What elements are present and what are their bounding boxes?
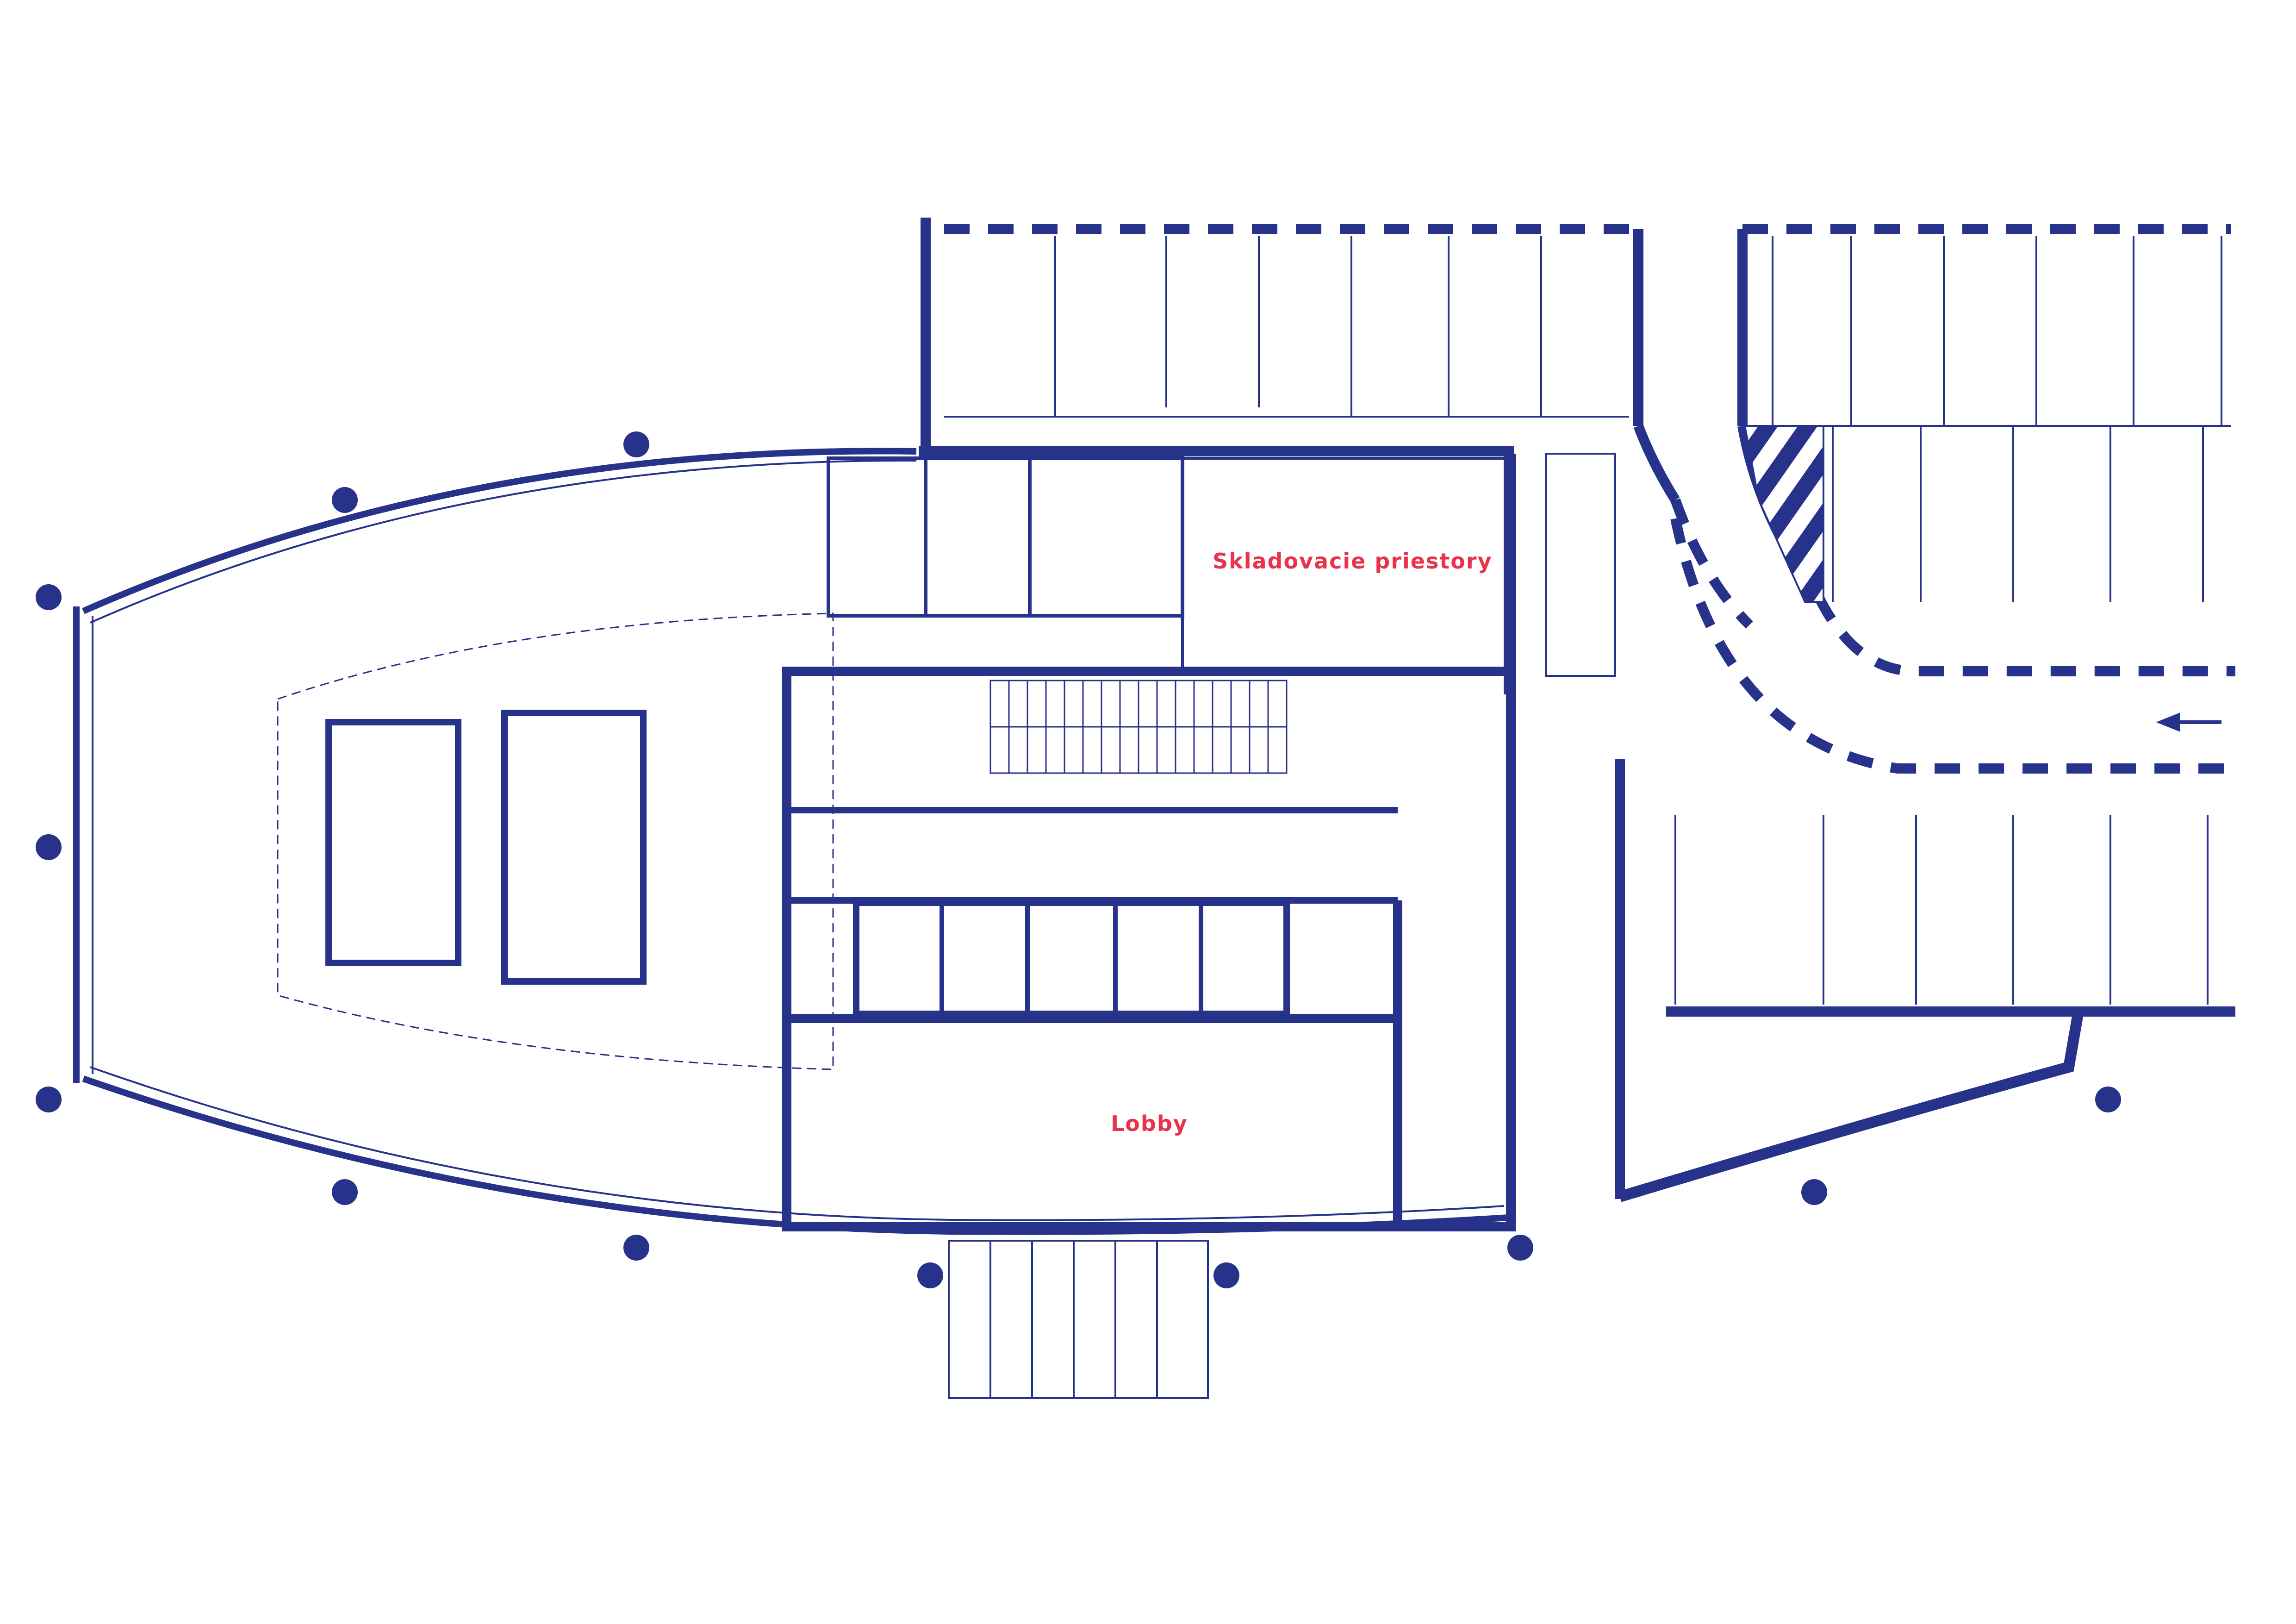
core-block	[782, 667, 1516, 1231]
facade-north-inner	[90, 459, 917, 624]
lobby-label: Lobby	[1111, 1111, 1188, 1136]
hatched-no-parking	[1743, 425, 1824, 603]
storage-label: Skladovacie priestory	[1213, 549, 1493, 574]
storage-room	[1181, 457, 1510, 673]
drive-lane-upper	[1670, 498, 1753, 629]
office-room-block	[325, 719, 461, 966]
facade-south	[82, 1075, 1509, 1235]
entrance-canopy	[948, 1240, 1209, 1399]
drive-lane-inner	[1814, 595, 2235, 676]
office-dashed-boundary	[277, 612, 834, 1070]
meeting-room-2	[1028, 456, 1184, 618]
facade-south-inner	[90, 1066, 1505, 1221]
office-room-small	[827, 456, 927, 618]
facade-north	[82, 448, 917, 614]
wc-block	[501, 710, 647, 985]
facade-southeast	[1618, 1012, 2084, 1202]
arrow-left-icon	[2156, 712, 2221, 732]
drive-lane-lower	[1670, 517, 2235, 774]
meeting-room-1	[924, 456, 1032, 618]
parking-curve-left	[1633, 424, 1680, 503]
column-dot	[36, 431, 2121, 1288]
